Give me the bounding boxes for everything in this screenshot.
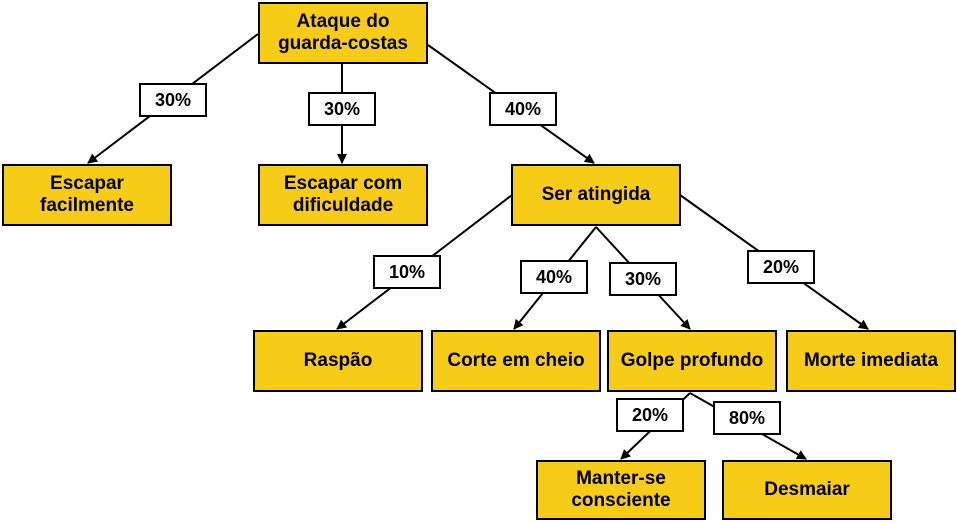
prob-deep-faint: 80%: [713, 401, 781, 435]
node-root: Ataque do guarda-costas: [258, 2, 428, 64]
prob-hit-scratch: 10%: [373, 255, 441, 289]
prob-hit-instant-death: 20%: [747, 250, 815, 284]
prob-root-escape-hard: 30%: [308, 92, 376, 126]
node-hit: Ser atingida: [511, 164, 681, 226]
node-full-cut: Corte em cheio: [431, 330, 601, 392]
node-escape-hard: Escapar com dificuldade: [258, 164, 428, 226]
prob-root-escape-easy: 30%: [139, 83, 207, 117]
node-instant-death: Morte imediata: [786, 330, 956, 392]
node-escape-easy: Escapar facilmente: [2, 164, 172, 226]
node-faint: Desmaiar: [722, 460, 892, 520]
node-stay-conscious: Manter-se consciente: [536, 460, 706, 520]
node-scratch: Raspão: [253, 330, 423, 392]
prob-root-hit: 40%: [489, 92, 557, 126]
prob-hit-full-cut: 40%: [520, 260, 588, 294]
prob-deep-stay-conscious: 20%: [616, 398, 684, 432]
node-deep-blow: Golpe profundo: [607, 330, 777, 392]
prob-hit-deep-blow: 30%: [609, 262, 677, 296]
